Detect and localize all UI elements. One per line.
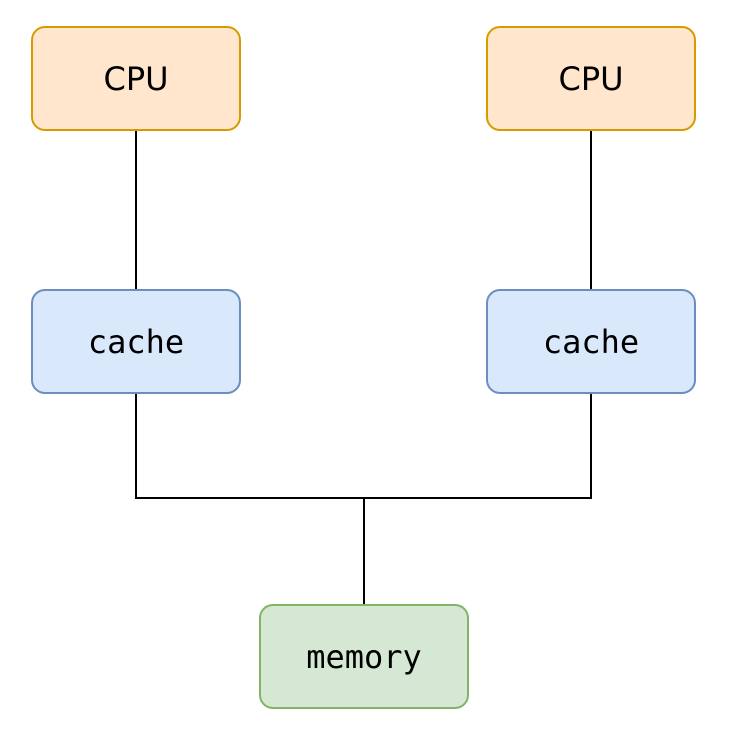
cache-left-to-bus-line [135,394,364,499]
cache-label-left: cache [87,322,185,361]
cache-node-left: cache [31,289,241,394]
cpu-label-right: CPU [558,59,624,98]
memory-node: memory [259,604,469,709]
cpu-label-left: CPU [103,59,169,98]
cache-right-to-bus-line [364,394,592,499]
memory-label: memory [306,637,422,676]
cpu-node-right: CPU [486,26,696,131]
cache-label-right: cache [542,322,640,361]
cpu-node-left: CPU [31,26,241,131]
cache-node-right: cache [486,289,696,394]
